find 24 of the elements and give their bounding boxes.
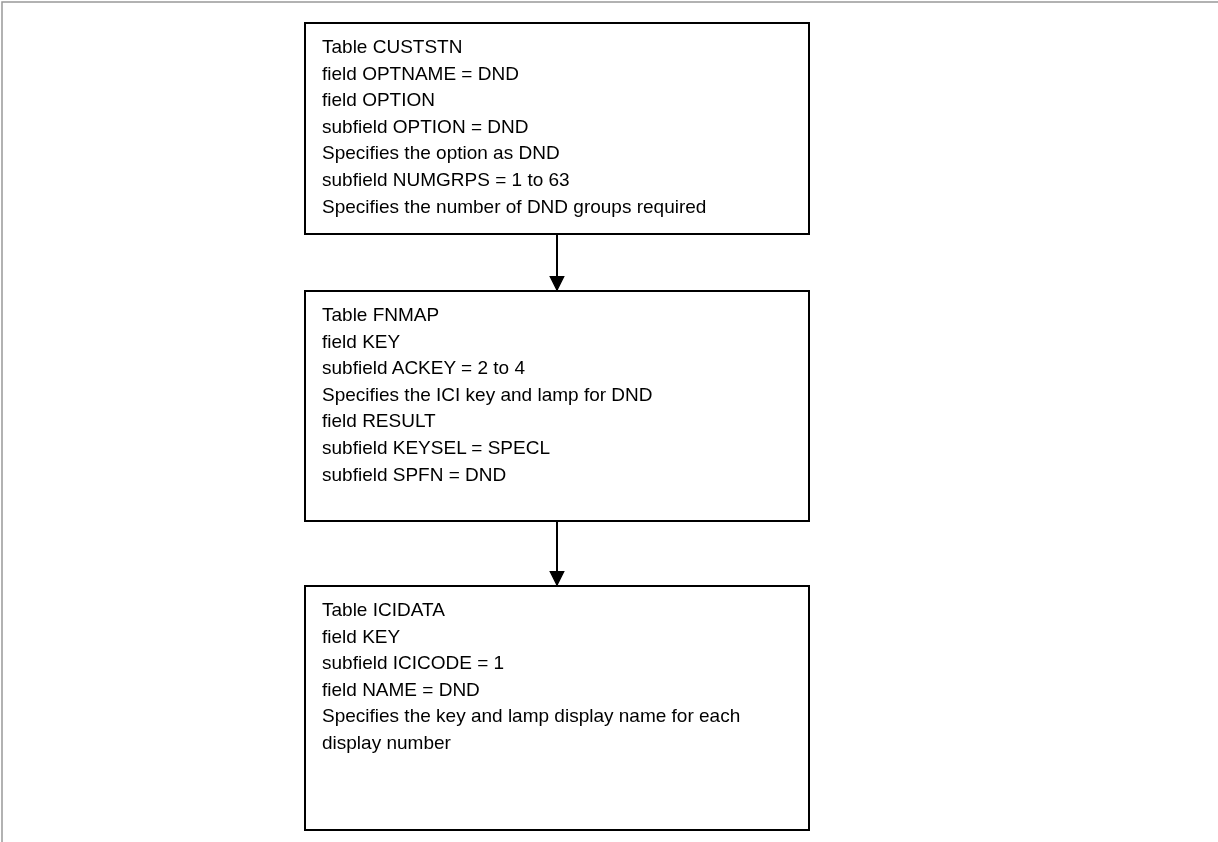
field-text: Table ICIDATA bbox=[322, 598, 446, 622]
field-text: subfield KEYSEL = SPECL bbox=[322, 435, 551, 460]
field-text: field OPTNAME = DND bbox=[322, 61, 520, 86]
arrow bbox=[549, 234, 565, 291]
field-text: Specifies the key and lamp display name for each display number bbox=[322, 704, 742, 755]
field-text: subfield OPTION = DND bbox=[322, 114, 530, 139]
field-text: Specifies the ICI key and lamp for DND bbox=[322, 382, 654, 407]
table-box bbox=[304, 585, 810, 831]
field-text: subfield ACKEY = 2 to 4 bbox=[322, 356, 526, 381]
field-text: field RESULT bbox=[322, 409, 437, 434]
table-box bbox=[304, 290, 810, 522]
field-text: Table CUSTSTN bbox=[322, 35, 464, 59]
field-text: field KEY bbox=[322, 624, 402, 649]
field-text: field OPTION bbox=[322, 88, 436, 113]
field-text: subfield SPFN = DND bbox=[322, 462, 508, 487]
field-text: field KEY bbox=[322, 329, 402, 354]
field-text: Table FNMAP bbox=[322, 303, 441, 327]
field-text: subfield ICICODE = 1 bbox=[322, 651, 506, 676]
field-text: Specifies the option as DND bbox=[322, 141, 561, 166]
arrow bbox=[549, 521, 565, 586]
field-text: subfield NUMGRPS = 1 to 63 bbox=[322, 167, 571, 192]
field-text: field NAME = DND bbox=[322, 677, 481, 702]
field-text: Specifies the number of DND groups required bbox=[322, 194, 708, 219]
table-box bbox=[304, 22, 810, 235]
